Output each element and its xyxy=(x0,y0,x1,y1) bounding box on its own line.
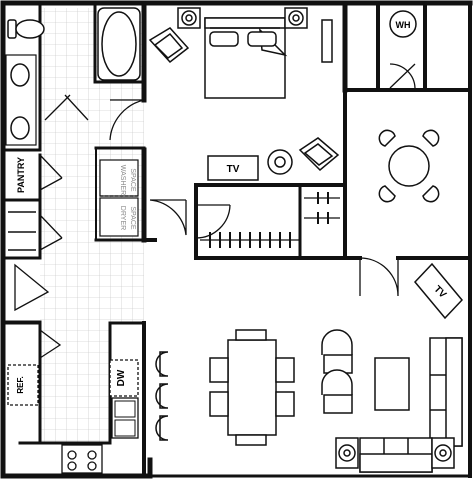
loveseat xyxy=(359,437,433,473)
armchair-bedroom-1 xyxy=(148,27,190,64)
sinks xyxy=(5,54,37,146)
label-water-heater: WH xyxy=(396,20,411,30)
bathroom-fixtures xyxy=(5,7,141,146)
coffee-table xyxy=(374,357,410,411)
pantry-shelves xyxy=(8,211,36,251)
doors xyxy=(14,63,416,359)
door-living xyxy=(359,257,399,297)
door-bedroom xyxy=(149,199,187,236)
door-kitchen-closet xyxy=(39,329,62,359)
armchair-bedroom-2 xyxy=(298,137,340,172)
washer-unit xyxy=(99,159,139,197)
label-refrigerator: REF. xyxy=(16,376,25,393)
door-water-heater xyxy=(389,63,416,89)
door-bathroom xyxy=(109,99,145,141)
label-dishwasher: DW xyxy=(116,369,127,386)
bed xyxy=(204,17,288,99)
door-bath-hall xyxy=(44,94,89,121)
armchair-living-2 xyxy=(321,369,353,414)
dishwasher-unit xyxy=(109,359,139,397)
dresser xyxy=(321,19,333,63)
refrigerator-unit xyxy=(7,364,39,406)
dryer-unit xyxy=(99,197,139,237)
kitchen-counters xyxy=(7,359,139,474)
door-pantry-1 xyxy=(39,154,63,191)
range xyxy=(61,444,103,474)
end-table-right xyxy=(431,437,455,469)
dining-table-set xyxy=(209,329,295,446)
label-dryer: DRYER xyxy=(119,206,126,230)
dining-set-bedroom-alcove xyxy=(378,129,440,203)
closet-rods xyxy=(200,192,340,248)
label-tv-bedroom: TV xyxy=(227,164,240,175)
door-pantry-2 xyxy=(39,214,63,251)
end-table-left xyxy=(335,437,359,469)
laundry-units xyxy=(99,159,139,237)
nightstand-left xyxy=(177,7,201,29)
room-labels: WH PANTRY WASHER SPACE DRYER SPACE TV TV… xyxy=(16,20,448,394)
toilet xyxy=(7,19,45,39)
tv-bedroom xyxy=(207,155,259,181)
kitchen-floor xyxy=(40,323,110,443)
bedroom-furniture xyxy=(148,7,340,181)
living-room-furniture xyxy=(321,262,464,473)
tv-stand-living xyxy=(413,262,464,320)
bathtub xyxy=(97,7,141,81)
armchair-living-1 xyxy=(321,329,353,374)
label-space-1: SPACE xyxy=(129,168,136,192)
label-space-2: SPACE xyxy=(129,206,136,230)
label-pantry: PANTRY xyxy=(16,157,26,193)
sofa xyxy=(429,337,463,447)
water-heater xyxy=(389,10,417,38)
bar-stools xyxy=(155,351,169,441)
side-table-bedroom xyxy=(267,149,293,175)
nightstand-right xyxy=(284,7,308,29)
door-closet xyxy=(195,204,231,239)
door-closet-left xyxy=(14,263,50,312)
label-washer: WASHER xyxy=(119,165,126,195)
